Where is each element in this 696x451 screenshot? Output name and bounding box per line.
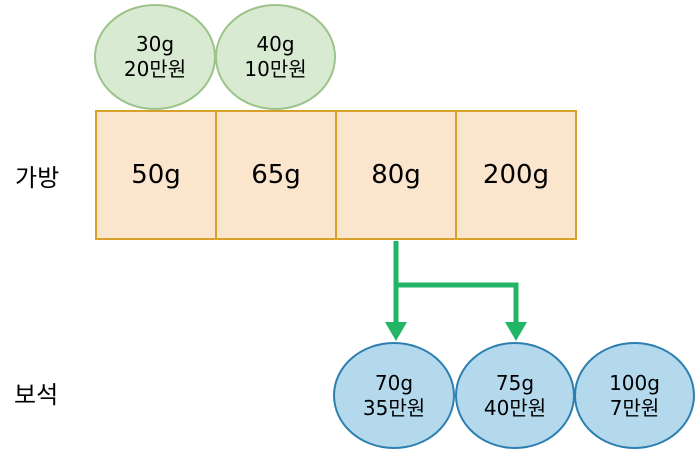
placed-jewel-1-value: 20만원 <box>123 57 187 81</box>
arrowhead-right <box>505 322 527 341</box>
bag-4-capacity: 200g <box>482 160 550 190</box>
jewel-1-circle: 70g 35만원 <box>333 342 455 449</box>
bag-cell-2: 65g <box>215 112 335 238</box>
placed-jewel-2-weight: 40g <box>256 32 295 56</box>
bag-row: 50g 65g 80g 200g <box>95 110 577 240</box>
placed-jewel-2-circle: 40g 10만원 <box>215 4 336 110</box>
jewel-1-value: 35만원 <box>362 395 426 420</box>
jewels-row-label: 보석 <box>14 381 59 409</box>
bag-3-capacity: 80g <box>371 160 421 190</box>
jewel-3-circle: 100g 7만원 <box>574 342 695 449</box>
jewel-2-circle: 75g 40만원 <box>455 342 575 449</box>
placed-jewel-2-value: 10만원 <box>244 57 307 81</box>
jewel-3-value: 7만원 <box>609 395 660 420</box>
jewel-2-weight: 75g <box>495 370 535 395</box>
jewel-2-value: 40만원 <box>483 395 547 420</box>
placed-jewel-1-circle: 30g 20만원 <box>94 4 216 110</box>
bag-2-capacity: 65g <box>251 160 301 190</box>
arrowhead-left <box>385 322 407 341</box>
jewel-3-weight: 100g <box>609 370 660 395</box>
placed-jewel-1-weight: 30g <box>135 32 175 56</box>
jewel-1-weight: 70g <box>374 370 414 395</box>
bags-row-label: 가방 <box>15 164 60 192</box>
bag-cell-1: 50g <box>97 112 215 238</box>
bag-cell-3: 80g <box>335 112 455 238</box>
bag-1-capacity: 50g <box>131 160 181 190</box>
bag-cell-4: 200g <box>455 112 575 238</box>
